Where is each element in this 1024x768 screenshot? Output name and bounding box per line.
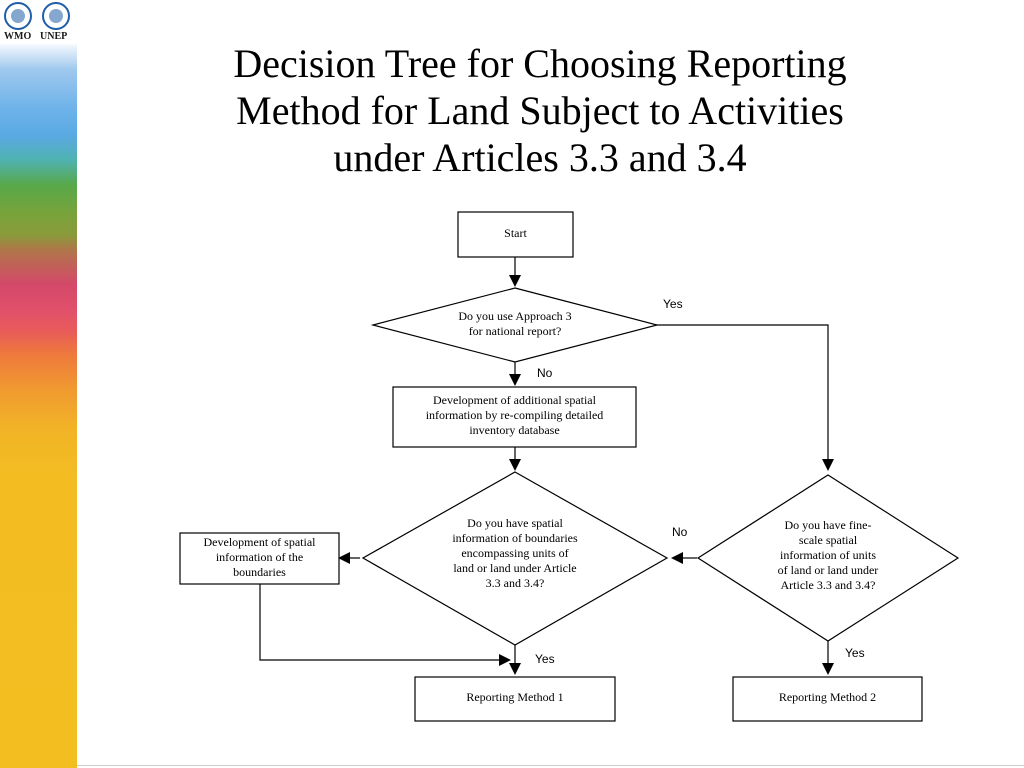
boundaries-line-2: information of boundaries (452, 531, 578, 545)
approach3-line-2: for national report? (468, 324, 562, 338)
label-approach3-yes: Yes (663, 297, 683, 311)
boundaries-info-box (179, 532, 340, 585)
additional-info-line-3: inventory database (469, 423, 560, 437)
arrowhead-method1 (509, 663, 521, 675)
sidebar-gradient-bar (0, 0, 77, 768)
reporting-method-2-label: Reporting Method 2 (733, 677, 922, 705)
boundaries-info-line-2: information of the (215, 550, 304, 564)
reporting-method-1-line: Reporting Method 1 (466, 690, 564, 704)
finescale-decision-diamond (696, 474, 960, 642)
title-line-3: under Articles 3.3 and 3.4 (333, 135, 747, 180)
wmo-emblem-icon (4, 2, 32, 30)
boundaries-line-4: land or land under Article (453, 561, 577, 575)
boundaries-line-5: 3.3 and 3.4? (485, 576, 545, 590)
label-finescale-yes: Yes (845, 646, 865, 660)
arrowhead-method2 (822, 663, 834, 675)
boundaries-decision-diamond (361, 471, 669, 646)
arrowhead-q3-no (671, 552, 683, 564)
arrowhead-devbound-method1 (499, 654, 511, 666)
reporting-method-2-line: Reporting Method 2 (778, 690, 877, 704)
title-line-2: Method for Land Subject to Activities (236, 88, 844, 133)
wmo-logo-text: WMO (4, 31, 32, 42)
start-box (457, 211, 574, 258)
unep-logo-text: UNEP (40, 31, 68, 42)
additional-info-line-1: Development of additional spatial (433, 393, 596, 407)
arrowhead-q2 (509, 459, 521, 471)
finescale-line-3: information of units (780, 548, 876, 562)
start-label: Start (458, 212, 573, 241)
label-finescale-no: No (672, 525, 688, 539)
label-boundaries-yes: Yes (535, 652, 555, 666)
finescale-line-1: Do you have fine- (784, 518, 872, 532)
reporting-method-2-box (732, 676, 923, 722)
boundaries-info-line-3: boundaries (233, 565, 286, 579)
logo-area: WMO UNEP (0, 0, 77, 44)
boundaries-info-text: Development of spatial information of th… (180, 535, 339, 580)
finescale-line-4: of land or land under (777, 563, 879, 577)
boundaries-info-line-1: Development of spatial (203, 535, 316, 549)
edge-devbound-to-method1 (259, 584, 500, 661)
finescale-question: Do you have fine- scale spatial informat… (748, 518, 908, 593)
edge-q1-yes-to-q3 (655, 324, 829, 460)
arrowhead-devbound (338, 552, 350, 564)
approach3-line-1: Do you use Approach 3 (458, 309, 572, 323)
unep-emblem-icon (42, 2, 70, 30)
label-approach3-no: No (537, 366, 553, 380)
reporting-method-1-box (414, 676, 616, 722)
bottom-divider (77, 765, 1024, 766)
approach3-question: Do you use Approach 3 for national repor… (420, 309, 610, 339)
title-line-1: Decision Tree for Choosing Reporting (233, 41, 847, 86)
arrowhead-q1 (509, 275, 521, 287)
approach3-decision-diamond (370, 287, 660, 363)
boundaries-line-3: encompassing units of (461, 546, 569, 560)
finescale-line-5: Article 3.3 and 3.4? (780, 578, 876, 592)
reporting-method-1-label: Reporting Method 1 (415, 677, 615, 705)
boundaries-question: Do you have spatial information of bound… (425, 516, 605, 591)
arrowhead-dev (509, 374, 521, 386)
additional-info-line-2: information by re-compiling detailed (425, 408, 604, 422)
start-label-line: Start (504, 226, 527, 240)
boundaries-line-1: Do you have spatial (467, 516, 563, 530)
arrowhead-q3 (822, 459, 834, 471)
slide-title: Decision Tree for Choosing Reporting Met… (160, 40, 920, 181)
additional-info-text: Development of additional spatial inform… (393, 393, 636, 438)
additional-info-box (392, 386, 637, 448)
finescale-line-2: scale spatial (798, 533, 858, 547)
